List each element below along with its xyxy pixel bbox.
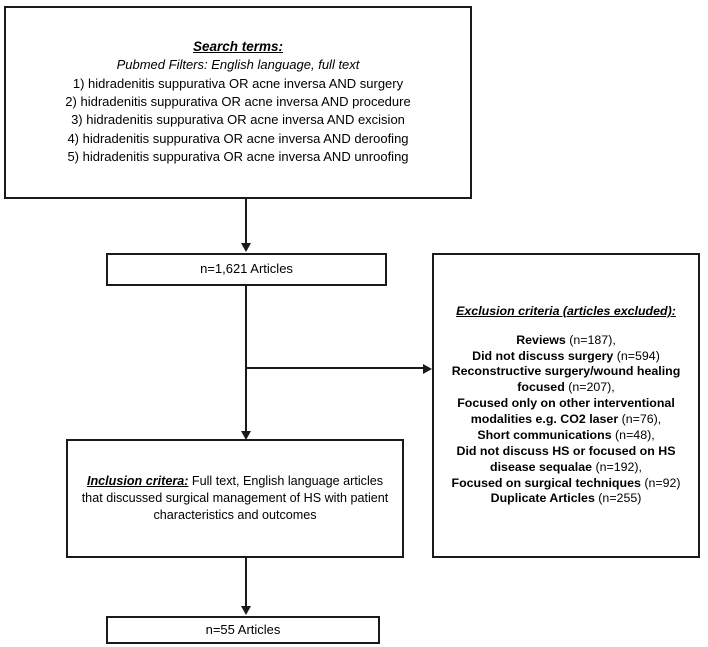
final-article-count-label: n=55 Articles (205, 621, 281, 637)
exclusion-item-label: Reconstructive surgery/wound healing foc… (451, 364, 681, 395)
exclusion-item: Focused on surgical techniques (n=92) (437, 476, 695, 492)
search-term-4: 4) hidradenitis suppurativa OR acne inve… (67, 130, 409, 146)
exclusion-item-label: Did not discuss surgery (472, 348, 614, 363)
exclusion-item-label: Reviews (516, 332, 566, 347)
exclusion-item: Reconstructive surgery/wound healing foc… (437, 364, 695, 396)
exclusion-item-count: (n=187), (569, 332, 616, 347)
connector-search-to-initial-line (245, 199, 247, 245)
inclusion-criteria-label: Inclusion critera: (86, 474, 189, 489)
search-term-5: 5) hidradenitis suppurativa OR acne inve… (67, 149, 409, 165)
inclusion-criteria-box: Inclusion critera: Full text, English la… (66, 439, 404, 558)
connector-inclusion-to-final-arrowhead (241, 606, 251, 615)
exclusion-item-label: Did not discuss HS or focused on HS dise… (456, 443, 676, 474)
search-term-2: 2) hidradenitis suppurativa OR acne inve… (65, 94, 411, 110)
exclusion-criteria-content: Exclusion criteria (articles excluded): … (434, 304, 698, 508)
exclusion-item: Did not discuss HS or focused on HS dise… (437, 444, 695, 476)
exclusion-item: Duplicate Articles (n=255) (437, 491, 695, 507)
connector-inclusion-to-final-line (245, 558, 247, 608)
final-article-count-box: n=55 Articles (106, 616, 380, 644)
exclusion-item-count: (n=207), (568, 380, 615, 395)
initial-article-count-label: n=1,621 Articles (200, 261, 293, 277)
inclusion-criteria-content: Inclusion critera: Full text, English la… (68, 473, 402, 524)
exclusion-item-count: (n=192), (595, 459, 642, 474)
search-terms-filters: Pubmed Filters: English language, full t… (116, 56, 360, 72)
exclusion-item-count: (n=255) (598, 491, 642, 506)
exclusion-item-label: Duplicate Articles (490, 491, 595, 506)
search-term-1: 1) hidradenitis suppurativa OR acne inve… (72, 75, 404, 91)
connector-to-exclusion-line (245, 367, 426, 369)
exclusion-item: Did not discuss surgery (n=594) (437, 349, 695, 365)
search-terms-heading: Search terms: (192, 39, 284, 55)
exclusion-item: Short communications (n=48), (437, 428, 695, 444)
exclusion-criteria-heading: Exclusion criteria (articles excluded): (456, 303, 676, 318)
search-terms-box: Search terms: Pubmed Filters: English la… (4, 6, 472, 199)
inclusion-criteria-text: Full text, English language articles tha… (81, 474, 389, 522)
exclusion-item-count: (n=92) (644, 475, 681, 490)
exclusion-item: Reviews (n=187), (437, 333, 695, 349)
exclusion-item-label: Short communications (477, 427, 612, 442)
exclusion-item-count: (n=48), (615, 427, 655, 442)
connector-initial-to-inclusion-arrowhead (241, 431, 251, 440)
search-terms-content: Search terms: Pubmed Filters: English la… (6, 38, 470, 167)
search-term-3: 3) hidradenitis suppurativa OR acne inve… (71, 112, 405, 128)
exclusion-item-label: Focused on surgical techniques (451, 475, 641, 490)
initial-article-count-box: n=1,621 Articles (106, 253, 387, 286)
connector-initial-to-inclusion-line (245, 286, 247, 433)
exclusion-item: Focused only on other interventional mod… (437, 396, 695, 428)
exclusion-item-count: (n=76), (621, 412, 662, 426)
connector-search-to-initial-arrowhead (241, 243, 251, 252)
exclusion-criteria-box: Exclusion criteria (articles excluded): … (432, 253, 700, 558)
connector-to-exclusion-arrowhead (423, 364, 432, 374)
exclusion-item-label: Focused only on other interventional mod… (457, 396, 675, 426)
exclusion-item-count: (n=594) (616, 348, 660, 363)
